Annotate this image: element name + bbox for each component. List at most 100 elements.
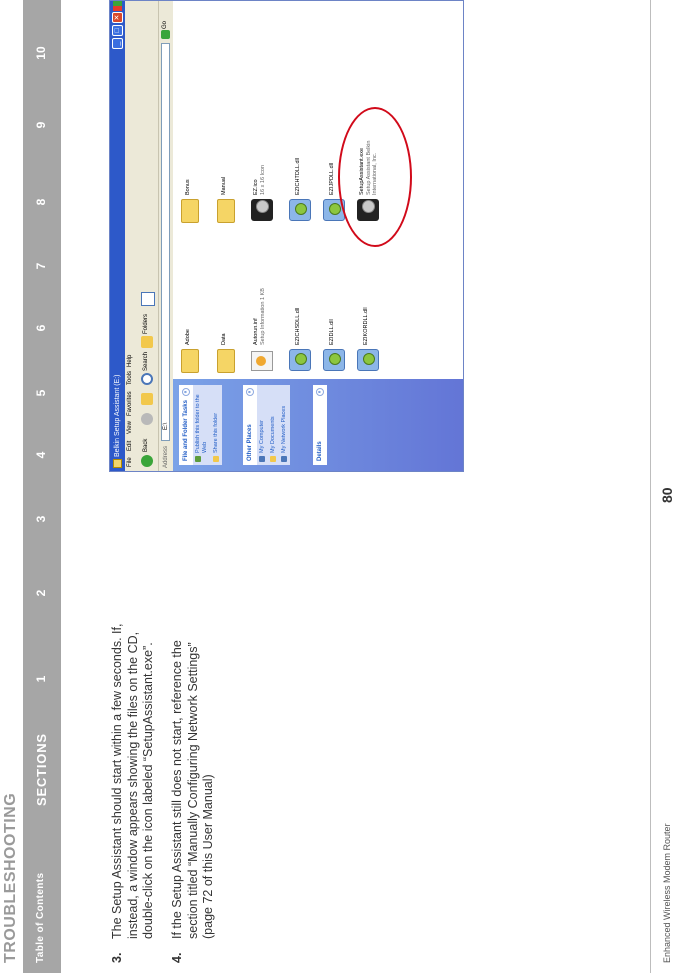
dll-gear-icon[interactable]: [289, 349, 311, 371]
step-number: 4.: [170, 952, 184, 963]
dll-gear-icon[interactable]: [323, 349, 345, 371]
maximize-button[interactable]: □: [112, 25, 123, 36]
panel-header[interactable]: Details »: [313, 385, 327, 465]
page-title: TROUBLESHOOTING: [2, 792, 19, 963]
minimize-button[interactable]: _: [112, 38, 123, 49]
network-icon: [281, 456, 287, 462]
go-button[interactable]: Go: [162, 20, 168, 29]
step-number: 3.: [110, 952, 124, 963]
task-share-folder[interactable]: Share this folder: [211, 385, 222, 465]
address-input[interactable]: E:\: [161, 43, 170, 441]
file-name: EZICHTDLL.dll: [295, 158, 301, 195]
file-item-adobe[interactable]: Adobe: [185, 329, 192, 345]
step-4: 4. If the Setup Assistant still does not…: [170, 509, 217, 963]
ez-icon-file-icon[interactable]: [251, 199, 273, 221]
task-publish-folder[interactable]: Publish this folder to the Web: [193, 385, 211, 465]
address-bar: Address E:\ Go: [159, 1, 173, 471]
file-item-ezikordll[interactable]: EZIKORDLL.dll: [363, 307, 370, 345]
computer-icon: [259, 456, 265, 462]
menu-view[interactable]: View: [127, 421, 133, 434]
file-item-ezichtdll[interactable]: EZICHTDLL.dll: [295, 158, 302, 195]
sections-label: SECTIONS: [34, 733, 49, 806]
step-3: 3. The Setup Assistant should start with…: [110, 509, 157, 963]
menu-tools[interactable]: Tools: [127, 370, 133, 385]
file-item-bonus[interactable]: Bonus: [185, 179, 192, 195]
file-name: EZIDLL.dll: [329, 319, 335, 345]
file-item-manual[interactable]: Manual: [221, 177, 228, 195]
file-details: Setup Information 1 KB: [259, 288, 266, 345]
file-item-ezijpdll[interactable]: EZIJPDLL.dll: [329, 163, 336, 195]
step-text-line: The Setup Assistant should start within …: [110, 623, 124, 939]
search-icon[interactable]: [141, 373, 153, 385]
go-arrow-icon[interactable]: [161, 30, 170, 39]
file-item-ezidll[interactable]: EZIDLL.dll: [329, 319, 336, 345]
back-arrow-icon[interactable]: [141, 455, 153, 467]
menu-file[interactable]: File: [127, 457, 133, 467]
folder-icon[interactable]: [181, 199, 199, 223]
section-link-5[interactable]: 5: [34, 389, 48, 397]
section-link-7[interactable]: 7: [34, 262, 48, 270]
place-my-computer[interactable]: My Computer: [257, 385, 268, 465]
menu-help[interactable]: Help: [127, 354, 133, 367]
panel-title: File and Folder Tasks: [183, 400, 189, 461]
folders-button[interactable]: Folders: [143, 313, 149, 334]
step-text-line: If the Setup Assistant still does not st…: [170, 640, 184, 939]
section-link-1[interactable]: 1: [34, 675, 48, 683]
section-link-6[interactable]: 6: [34, 324, 48, 332]
toc-link[interactable]: Table of Contents: [35, 872, 46, 963]
address-value: E:\: [163, 422, 169, 430]
folder-icon[interactable]: [217, 199, 235, 223]
settings-file-icon[interactable]: [251, 351, 273, 371]
expand-icon[interactable]: »: [316, 388, 324, 396]
section-link-2[interactable]: 2: [34, 589, 48, 597]
menu-edit[interactable]: Edit: [127, 440, 133, 451]
windows-logo-icon: [113, 1, 122, 11]
folder-icon[interactable]: [181, 349, 199, 373]
task-label: Publish this folder to the Web: [195, 394, 208, 453]
section-link-10[interactable]: 10: [34, 46, 48, 60]
file-name: EZIKORDLL.dll: [363, 307, 369, 345]
up-folder-icon[interactable]: [141, 393, 153, 405]
place-network[interactable]: My Network Places: [279, 385, 290, 465]
panel-title: Other Places: [247, 424, 253, 461]
step-text-line: section titled “Manually Configuring Net…: [185, 642, 200, 939]
back-button[interactable]: Back: [143, 438, 149, 452]
panel-header[interactable]: Other Places «: [243, 385, 257, 465]
close-button[interactable]: ✕: [112, 12, 123, 23]
task-pane: File and Folder Tasks « Publish this fol…: [173, 379, 464, 471]
forward-arrow-icon[interactable]: [141, 413, 153, 425]
menu-favorites[interactable]: Favorites: [127, 391, 133, 416]
window-title: Belkin Setup Assistant (E:): [114, 374, 121, 457]
section-link-3[interactable]: 3: [34, 515, 48, 523]
menu-bar: File Edit View Favorites Tools Help: [125, 1, 136, 471]
views-icon[interactable]: [141, 292, 155, 306]
collapse-icon[interactable]: «: [182, 388, 190, 396]
collapse-icon[interactable]: «: [246, 388, 254, 396]
folder-icon[interactable]: [217, 349, 235, 373]
place-my-documents[interactable]: My Documents: [268, 385, 279, 465]
details-panel: Details »: [313, 385, 327, 465]
task-label: Share this folder: [213, 412, 219, 453]
search-button[interactable]: Search: [143, 351, 149, 371]
section-link-4[interactable]: 4: [34, 451, 48, 459]
step-text-line: double-click on the icon labeled “SetupA…: [141, 642, 155, 939]
file-item-ezichsdll[interactable]: EZICHSDLL.dll: [295, 308, 302, 345]
dll-gear-icon[interactable]: [289, 199, 311, 221]
file-name: Bonus: [185, 179, 191, 195]
panel-header[interactable]: File and Folder Tasks «: [179, 385, 193, 465]
other-places-panel: Other Places « My Computer My Documents …: [243, 385, 290, 465]
file-folder-tasks-panel: File and Folder Tasks « Publish this fol…: [179, 385, 222, 465]
dll-gear-icon[interactable]: [357, 349, 379, 371]
address-label: Address: [163, 445, 169, 468]
file-item-data[interactable]: Data: [221, 333, 228, 345]
section-link-9[interactable]: 9: [34, 121, 48, 129]
toolbar: Back Search Folders: [136, 1, 159, 471]
file-details: 16 x 16 Icon: [259, 165, 266, 195]
place-label: My Computer: [259, 419, 265, 453]
section-link-8[interactable]: 8: [34, 198, 48, 206]
folders-icon[interactable]: [141, 336, 153, 348]
file-name: Manual: [221, 176, 227, 195]
